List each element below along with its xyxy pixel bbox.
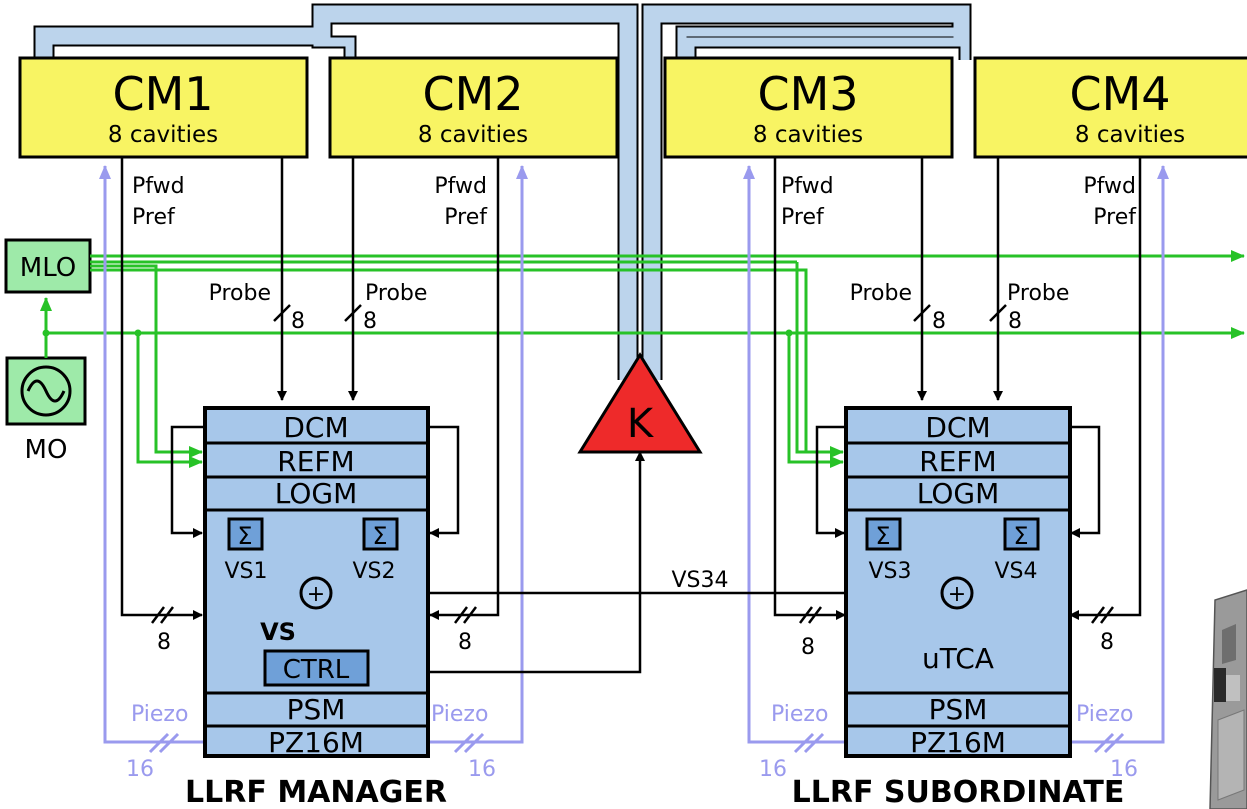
manager-logm: LOGM: [275, 477, 358, 510]
sub-psm: PSM: [929, 693, 988, 726]
plus-icon: +: [948, 582, 966, 607]
piezo-label-cm4: Piezo: [1076, 702, 1133, 727]
manager-vs2-label: VS2: [352, 559, 395, 584]
sub-vs3-label: VS3: [868, 559, 911, 584]
cryomodule-cm1: CM1 8 cavities: [18, 56, 309, 159]
piezo-label-cm3: Piezo: [771, 702, 828, 727]
piezo-label-cm1: Piezo: [131, 702, 188, 727]
bus-count-sub-right: 8: [1100, 630, 1114, 655]
pref-label-cm2: Pref: [444, 205, 488, 230]
control-signal-lines: [120, 157, 1142, 674]
cm3-cavities: 8 cavities: [753, 122, 863, 148]
pfwd-label-cm1: Pfwd: [132, 174, 185, 199]
sub-sum-vs3: Σ: [865, 517, 902, 551]
sub-sum-vs4: Σ: [1003, 517, 1040, 551]
mlo-label: MLO: [20, 253, 76, 283]
pref-label-cm1: Pref: [132, 205, 176, 230]
cm4-name: CM4: [1069, 67, 1170, 121]
sine-icon: [20, 365, 72, 417]
probe-count-cm3: 8: [932, 309, 946, 334]
mlo-box: MLO: [4, 238, 92, 294]
sum-icon: Σ: [875, 522, 890, 550]
klystron: K: [577, 352, 703, 454]
piezo-lines: [99, 165, 1169, 754]
piezo-count-cm2: 16: [468, 757, 496, 782]
probe-count-cm4: 8: [1008, 309, 1022, 334]
manager-vs1-label: VS1: [224, 559, 267, 584]
cryomodule-cm2: CM2 8 cavities: [328, 56, 619, 159]
manager-sum-vs2: Σ: [362, 517, 399, 551]
probe-count-cm2: 8: [363, 309, 377, 334]
sum-icon: Σ: [1013, 522, 1028, 550]
sub-adder: +: [940, 576, 974, 610]
manager-title: LLRF MANAGER: [185, 775, 447, 809]
pfwd-label-cm3: Pfwd: [781, 174, 834, 199]
bus-count-manager-right: 8: [458, 630, 472, 655]
manager-vs-label: VS: [260, 618, 296, 646]
signal-labels: Pfwd Pref Pfwd Pref Pfwd Pref Pfwd Pref …: [126, 174, 1138, 782]
cryomodule-cm3: CM3 8 cavities: [663, 56, 954, 159]
junction-dots: [42, 329, 793, 337]
cm2-cavities: 8 cavities: [418, 122, 528, 148]
llrf-subordinate-crate: DCM REFM LOGM Σ Σ VS3 VS4 + uTCA PSM PZ1…: [844, 406, 1072, 759]
sub-utca-label: uTCA: [922, 642, 994, 675]
llrf-manager-crate: DCM REFM LOGM Σ Σ VS1 VS2 + VS CTRL PSM …: [203, 406, 430, 759]
probe-label-cm2: Probe: [365, 281, 427, 306]
mo-box: MO: [5, 356, 87, 465]
probe-count-cm1: 8: [291, 309, 305, 334]
manager-refm: REFM: [277, 445, 354, 478]
manager-pz16m: PZ16M: [268, 726, 364, 759]
sub-logm: LOGM: [917, 477, 1000, 510]
pfwd-label-cm4: Pfwd: [1083, 174, 1136, 199]
piezo-count-cm1: 16: [126, 757, 154, 782]
piezo-count-cm4: 16: [1110, 757, 1138, 782]
sum-icon: Σ: [237, 522, 252, 550]
vs34-label: VS34: [671, 568, 728, 593]
probe-label-cm3: Probe: [850, 281, 912, 306]
klystron-label: K: [627, 401, 655, 447]
pref-label-cm3: Pref: [781, 205, 825, 230]
mo-label: MO: [25, 435, 68, 465]
cm3-name: CM3: [757, 67, 858, 121]
bus-count-manager-left: 8: [157, 630, 171, 655]
waveguide-pipes: [33, 3, 972, 380]
pref-label-cm4: Pref: [1093, 205, 1137, 230]
cm2-name: CM2: [422, 67, 523, 121]
cm4-cavities: 8 cavities: [1075, 122, 1185, 148]
probe-label-cm1: Probe: [209, 281, 271, 306]
manager-psm: PSM: [287, 693, 346, 726]
cryomodule-cm4: CM4 8 cavities: [973, 56, 1247, 159]
bus-count-sub-left: 8: [801, 635, 815, 660]
sum-icon: Σ: [372, 522, 387, 550]
piezo-count-cm3: 16: [759, 757, 787, 782]
manager-adder: +: [299, 576, 333, 610]
manager-ctrl: CTRL: [263, 649, 370, 687]
sub-refm: REFM: [919, 445, 996, 478]
plus-icon: +: [307, 582, 325, 607]
manager-ctrl-label: CTRL: [283, 655, 350, 685]
subordinate-title: LLRF SUBORDINATE: [792, 775, 1125, 809]
probe-label-cm4: Probe: [1007, 281, 1069, 306]
sub-vs4-label: VS4: [994, 559, 1037, 584]
utca-hardware-photo: [1209, 589, 1247, 809]
sub-pz16m: PZ16M: [910, 726, 1006, 759]
sub-dcm: DCM: [925, 411, 990, 444]
manager-sum-vs1: Σ: [227, 517, 264, 551]
pfwd-label-cm2: Pfwd: [434, 174, 487, 199]
piezo-label-cm2: Piezo: [431, 702, 488, 727]
cm1-cavities: 8 cavities: [108, 122, 218, 148]
manager-dcm: DCM: [283, 411, 348, 444]
cm1-name: CM1: [112, 67, 213, 121]
